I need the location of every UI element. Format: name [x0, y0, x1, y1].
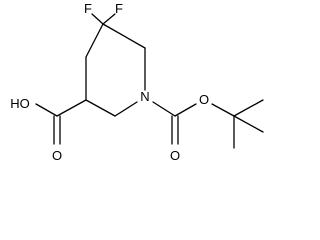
bond-n1-carbonyl-carbon	[152, 101, 176, 117]
bond-ester-oxygen-tbutyl-carbon	[211, 103, 235, 117]
bond-c5-fluorine-left	[91, 13, 104, 25]
bond-carboxyl-hydroxyl	[35, 103, 58, 117]
bond-ring-c4-c5	[85, 23, 104, 58]
atom-label-ring-nitrogen: N	[140, 89, 149, 104]
bond-ring-c2-c3	[85, 99, 116, 117]
atom-label-ester-carbonyl-oxygen: O	[170, 148, 180, 163]
bond-ring-c5-c6	[102, 23, 146, 49]
bond-c3-carboxyl-carbon	[56, 99, 87, 117]
bond-c5-fluorine-right	[102, 13, 116, 25]
atom-label-fluorine-left: F	[84, 1, 92, 16]
atom-label-carboxyl-oxygen: O	[52, 148, 62, 163]
bond-carbonyl-ester-oxygen	[174, 103, 197, 117]
bond-ring-n1-c2	[114, 101, 138, 117]
bond-tbutyl-methyl-up	[233, 99, 264, 117]
atom-label-fluorine-right: F	[115, 1, 123, 16]
bond-tbutyl-methyl-right	[233, 115, 264, 133]
atom-label-hydroxyl: HO	[10, 96, 30, 111]
chemical-structure-diagram: F F HO O N O O	[10, 1, 264, 163]
atom-label-ester-oxygen: O	[199, 92, 209, 107]
